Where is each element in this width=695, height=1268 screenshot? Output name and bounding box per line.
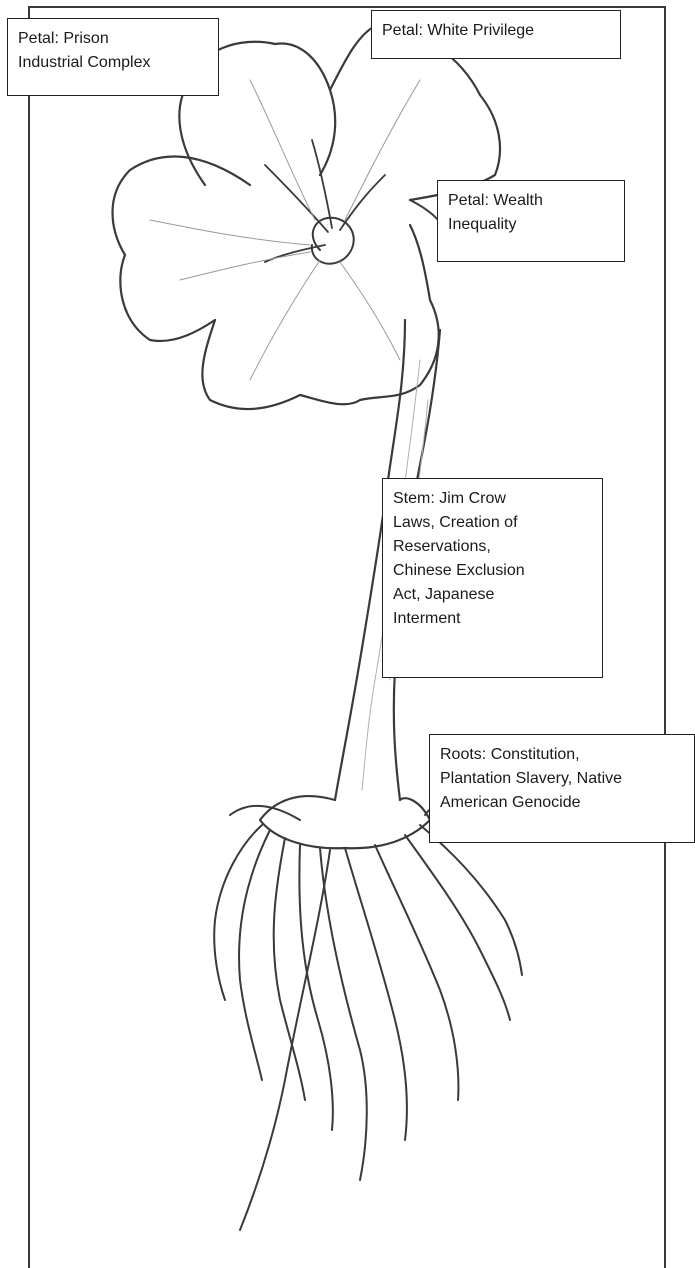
- flower-center: [312, 218, 354, 264]
- petal-lower-right: [360, 225, 439, 400]
- roots: [214, 792, 522, 1230]
- label-petal-prison-industrial-complex: Petal: Prison Industrial Complex: [7, 18, 219, 96]
- petal-lower-left: [202, 320, 360, 409]
- label-petal-white-privilege: Petal: White Privilege: [371, 10, 621, 59]
- label-petal-wealth-inequality: Petal: Wealth Inequality: [437, 180, 625, 262]
- petal-left: [113, 156, 251, 341]
- label-stem: Stem: Jim Crow Laws, Creation of Reserva…: [382, 478, 603, 678]
- label-roots: Roots: Constitution, Plantation Slavery,…: [429, 734, 695, 843]
